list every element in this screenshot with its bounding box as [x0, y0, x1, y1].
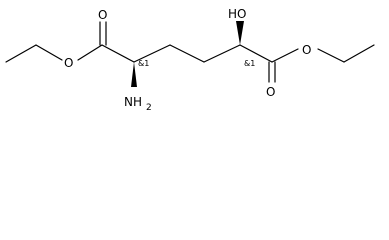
bond-o-c-left: [77, 44, 103, 61]
ester-oxygen-right-label: O: [302, 43, 311, 57]
bond-alpha-ch2: [133, 44, 171, 63]
ester-oxygen-left-label: O: [64, 56, 73, 70]
carbonyl-oxygen-right-label: O: [266, 85, 275, 99]
hydroxyl-label: HO: [228, 7, 246, 21]
bond-ethyl-o-left: [35, 44, 63, 61]
bond-c-o-right: [271, 48, 299, 63]
stereo-label-left: &1: [138, 59, 149, 68]
carbonyl-oxygen-left-label: O: [98, 8, 107, 22]
bond-choh-carbonyl: [239, 44, 273, 63]
wedge-bond-hydroxyl: [236, 21, 244, 45]
bond-o-ethyl-right: [317, 48, 345, 63]
bond-ch2-ch2: [169, 44, 205, 63]
chemical-structure: O O HO NH 2 O O &1 &1: [5, 7, 375, 113]
amine-label: NH: [124, 95, 142, 109]
bond-methyl-left: [5, 44, 37, 63]
amine-subscript: 2: [146, 103, 152, 113]
bond-ch2-choh: [203, 44, 241, 63]
bond-methyl-right: [343, 44, 375, 63]
bond-c-alpha-left: [101, 44, 135, 63]
stereo-label-right: &1: [244, 59, 255, 68]
wedge-bond-amine: [131, 62, 137, 87]
